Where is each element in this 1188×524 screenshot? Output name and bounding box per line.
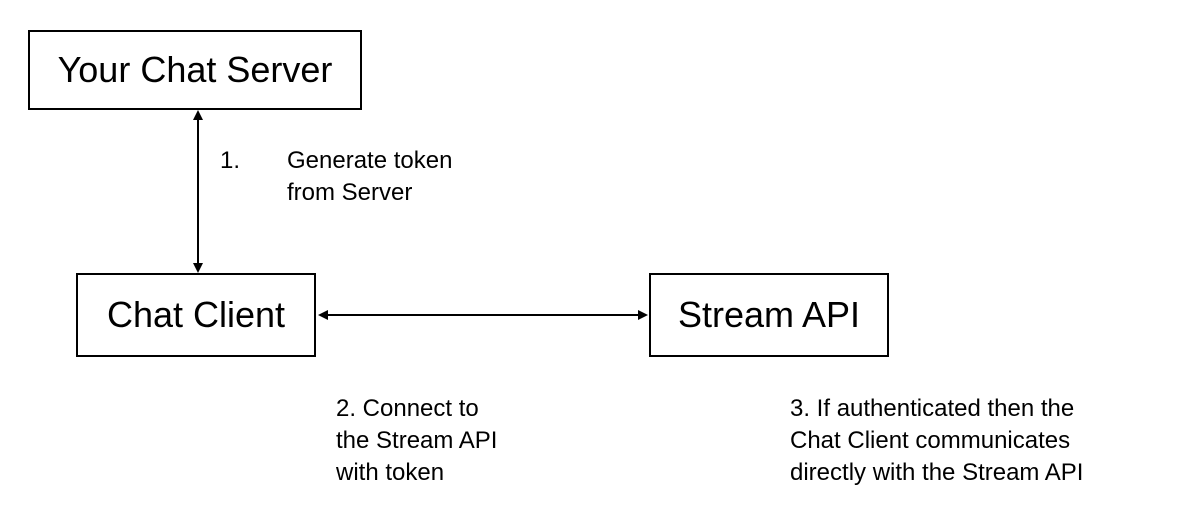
step1-number-text: 1. bbox=[220, 147, 241, 174]
step2-description: 2. Connect to the Stream API with token bbox=[336, 393, 497, 489]
step3-line-1: 3. If authenticated then the bbox=[790, 395, 1075, 422]
arrowhead-left bbox=[318, 310, 328, 320]
step1-number: 1. bbox=[220, 145, 240, 177]
step2-line-2: the Stream API bbox=[336, 427, 498, 454]
step3-line-3: directly with the Stream API bbox=[790, 459, 1084, 486]
chat-server-label: Your Chat Server bbox=[57, 49, 333, 90]
arrowhead-down bbox=[193, 263, 203, 273]
chat-server-node: Your Chat Server bbox=[28, 30, 362, 110]
step1-line-1: Generate token bbox=[287, 147, 453, 174]
arrowhead-up bbox=[193, 110, 203, 120]
stream-api-node: Stream API bbox=[649, 273, 889, 357]
step3-description: 3. If authenticated then the Chat Client… bbox=[790, 393, 1083, 489]
step1-description: Generate token from Server bbox=[287, 145, 452, 209]
step3-line-2: Chat Client communicates bbox=[790, 427, 1071, 454]
chat-client-label: Chat Client bbox=[106, 294, 286, 335]
step1-line-2: from Server bbox=[287, 179, 413, 206]
step2-line-3: with token bbox=[336, 459, 445, 486]
step2-line-1: 2. Connect to bbox=[336, 395, 479, 422]
chat-client-node: Chat Client bbox=[76, 273, 316, 357]
arrowhead-right bbox=[638, 310, 648, 320]
stream-api-label: Stream API bbox=[677, 294, 861, 335]
